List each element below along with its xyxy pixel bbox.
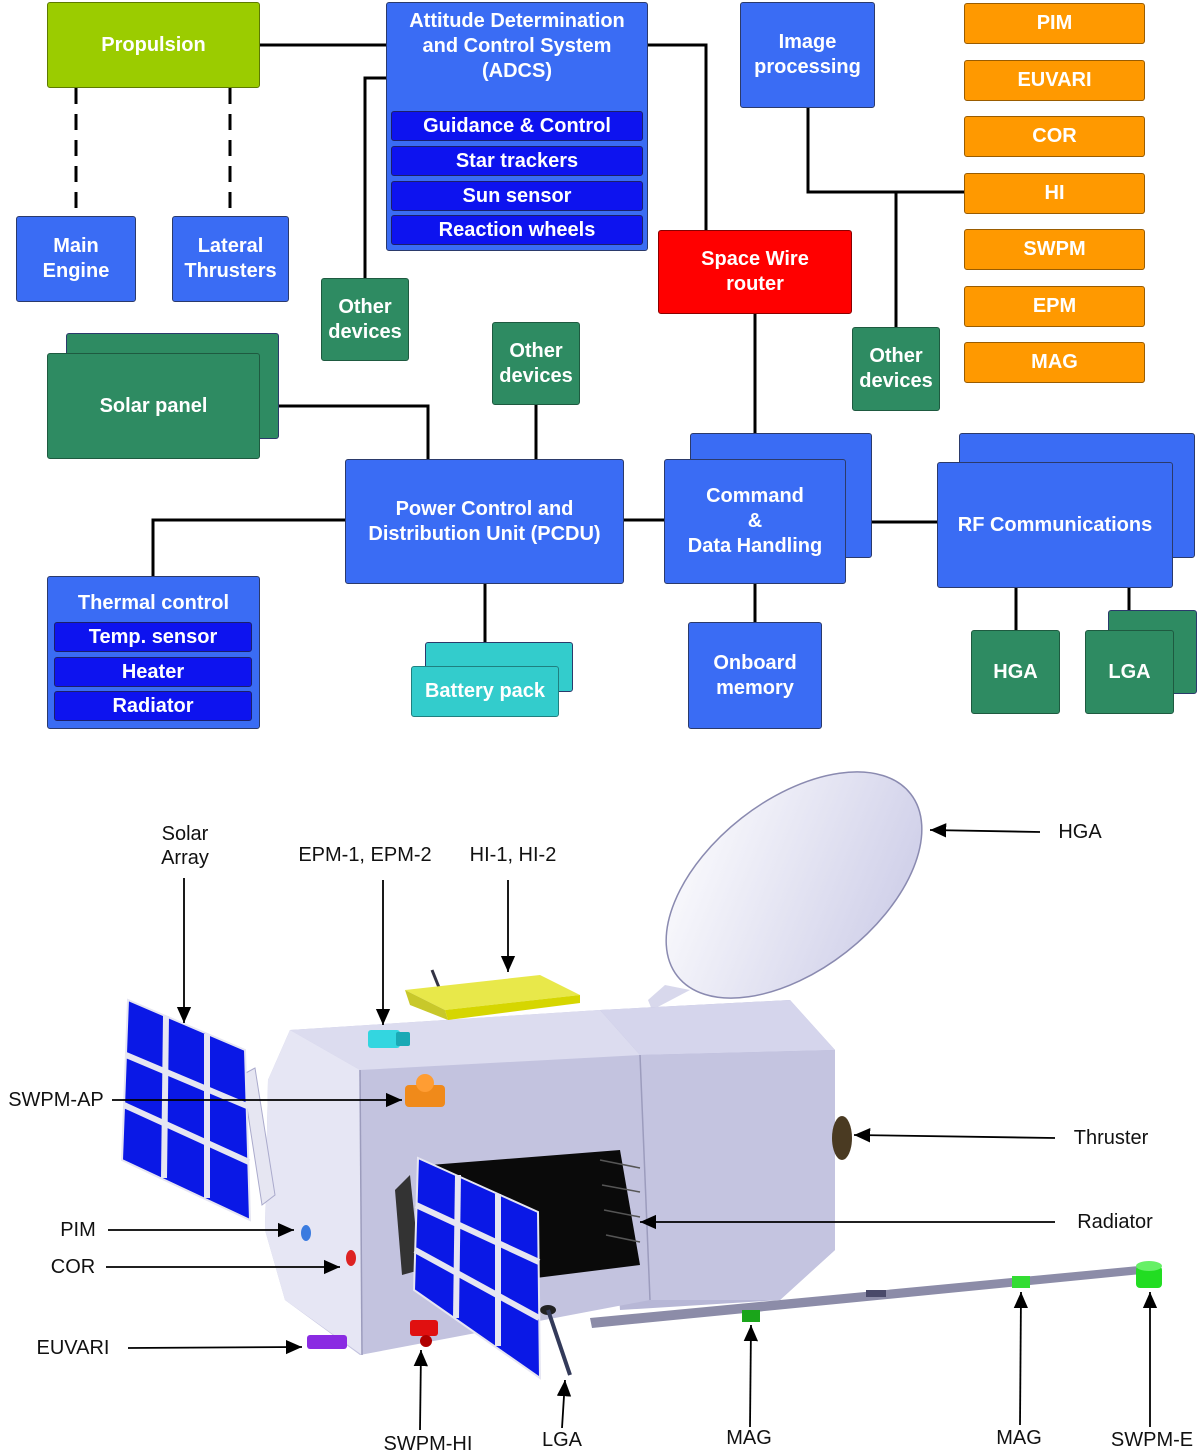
label-solar-array: Solar Array: [161, 823, 209, 869]
label-euvari: EUVARI: [36, 1337, 110, 1359]
instrument-euvari: EUVARI: [964, 60, 1145, 101]
cor-port: [346, 1250, 356, 1266]
adcs-item-guidance: Guidance & Control: [391, 111, 643, 141]
spacecraft-illustration: [106, 771, 1162, 1431]
lateral-thrusters-box: Lateral Thrusters: [172, 216, 289, 302]
label-lga: LGA: [541, 1429, 583, 1451]
main-engine-box: Main Engine: [16, 216, 136, 302]
other-devices-box-1: Other devices: [321, 278, 409, 361]
solar-panel-box: Solar panel: [47, 353, 260, 459]
label-thruster: Thruster: [1073, 1127, 1149, 1149]
label-pim: PIM: [60, 1219, 96, 1241]
swpm-e-sensor: [1136, 1261, 1162, 1288]
hi-instrument: [405, 969, 580, 1020]
instrument-swpm: SWPM: [964, 229, 1145, 270]
onboard-memory-box: Onboard memory: [688, 622, 822, 729]
label-mag-1: MAG: [726, 1427, 772, 1449]
label-mag-2: MAG: [996, 1427, 1042, 1449]
instrument-pim: PIM: [964, 3, 1145, 44]
thermal-item-temp-sensor: Temp. sensor: [54, 622, 252, 652]
cdh-box: Command & Data Handling: [664, 459, 846, 584]
label-radiator: Radiator: [1077, 1211, 1153, 1233]
thruster-nozzle: [832, 1116, 852, 1160]
connection-lines: [74, 43, 1131, 666]
euvari-instrument: [307, 1335, 347, 1349]
adcs-item-reaction-wheels: Reaction wheels: [391, 215, 643, 245]
label-swpm-hi: SWPM-HI: [383, 1433, 473, 1455]
label-hga: HGA: [1058, 821, 1102, 843]
adcs-item-star-trackers: Star trackers: [391, 146, 643, 176]
lga-box: LGA: [1085, 630, 1174, 714]
pim-port: [301, 1225, 311, 1241]
thermal-item-heater: Heater: [54, 657, 252, 687]
instrument-mag: MAG: [964, 342, 1145, 383]
hga-dish: [648, 771, 923, 1010]
swpm-ap-instrument: [405, 1074, 445, 1107]
other-devices-box-3: Other devices: [852, 327, 940, 411]
battery-pack-box: Battery pack: [411, 666, 559, 717]
label-swpm-e: SWPM-E: [1110, 1429, 1194, 1451]
rf-communications-box: RF Communications: [937, 462, 1173, 588]
swpm-hi-instrument: [410, 1320, 438, 1347]
solar-array-left: [120, 998, 276, 1222]
adcs-item-sun-sensor: Sun sensor: [391, 181, 643, 211]
mag-sensor-2: [1012, 1276, 1030, 1288]
label-cor: COR: [50, 1256, 96, 1278]
image-processing-box: Image processing: [740, 2, 875, 108]
epm-instrument: [368, 1030, 410, 1048]
pcdu-box: Power Control and Distribution Unit (PCD…: [345, 459, 624, 584]
thermal-item-radiator: Radiator: [54, 691, 252, 721]
instrument-epm: EPM: [964, 286, 1145, 327]
propulsion-box: Propulsion: [47, 2, 260, 88]
label-epm: EPM-1, EPM-2: [298, 844, 432, 866]
label-swpm-ap: SWPM-AP: [8, 1089, 104, 1111]
label-hi: HI-1, HI-2: [469, 844, 557, 866]
instrument-cor: COR: [964, 116, 1145, 157]
other-devices-box-2: Other devices: [492, 322, 580, 405]
lga-rod: [540, 1305, 572, 1376]
space-wire-router-box: Space Wire router: [658, 230, 852, 314]
hga-box: HGA: [971, 630, 1060, 714]
instrument-hi: HI: [964, 173, 1145, 214]
label-arrows: [106, 823, 1158, 1431]
mag-sensor-1: [742, 1310, 760, 1322]
boom-hinge: [866, 1290, 886, 1297]
solar-array-front: [395, 1156, 542, 1380]
